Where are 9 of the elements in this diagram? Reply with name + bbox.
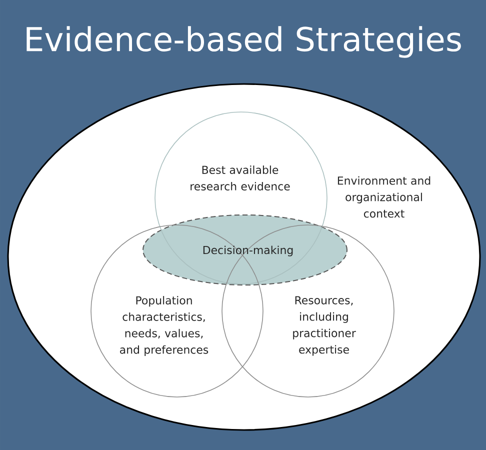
context-ellipse (7, 83, 481, 431)
shape-label: Resources, including practitioner expertise (293, 296, 356, 356)
shape-label: Best available research evidence (190, 166, 290, 190)
shape-label: Decision-making (203, 246, 293, 256)
shape-label: Population characteristics, needs, values, and preferences (120, 296, 208, 356)
decision-ellipse (142, 214, 348, 286)
shape-label: Environment and organizational context (338, 176, 430, 218)
venn-circle (154, 112, 328, 284)
title: Evidence-based Strategies (26, 26, 461, 58)
